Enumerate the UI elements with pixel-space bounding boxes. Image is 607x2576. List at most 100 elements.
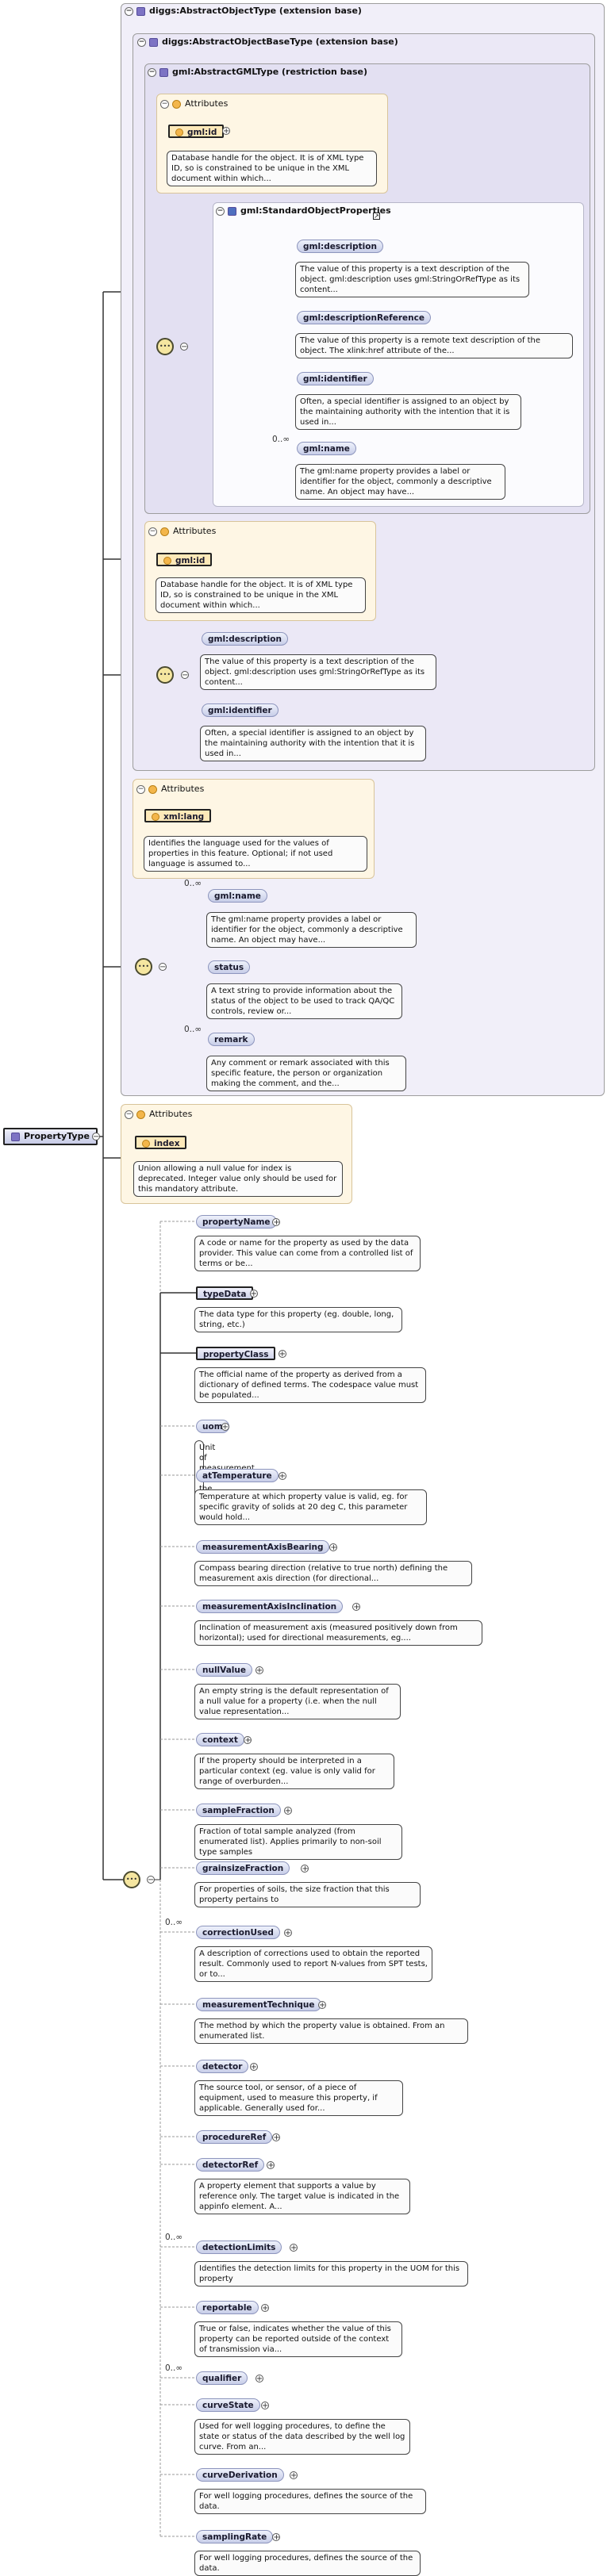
gml-description-annotation: The value of this property is a text des… [295, 262, 529, 297]
el-measurement-axis-inclination[interactable]: measurementAxisInclination [196, 1600, 344, 1613]
expand-icon[interactable]: + [272, 2133, 281, 2142]
el-at-temperature[interactable]: atTemperature [196, 1469, 279, 1482]
expand-icon[interactable]: − [160, 99, 169, 109]
el-gml-name[interactable]: gml:name [208, 889, 267, 903]
expand-icon[interactable]: + [244, 1736, 252, 1745]
expand-icon[interactable]: + [249, 1290, 258, 1298]
sequence-icon: ••• [156, 666, 174, 684]
el-uom[interactable]: uom [196, 1420, 229, 1433]
expand-icon[interactable]: − [148, 527, 157, 536]
abstract-object-type-title: −diggs:AbstractObjectType (extension bas… [125, 6, 362, 16]
el-curve-derivation[interactable]: curveDerivation [196, 2468, 284, 2482]
annotation: Identifies the detection limits for this… [194, 2261, 468, 2287]
expand-icon[interactable]: − [125, 1110, 133, 1119]
el-detector[interactable]: detector [196, 2060, 249, 2073]
el-detection-limits[interactable]: detectionLimits [196, 2241, 282, 2254]
expand-icon[interactable]: + [278, 1472, 286, 1481]
expand-icon[interactable]: − [137, 37, 146, 47]
expand-icon[interactable]: + [301, 1865, 309, 1873]
expand-icon[interactable]: − [216, 206, 225, 216]
expand-icon[interactable]: + [255, 1666, 263, 1675]
cardinality: 0..∞ [184, 1025, 202, 1034]
annotation: Used for well logging procedures, to def… [194, 2419, 410, 2455]
complex-type-icon [159, 67, 168, 77]
annotation: The data type for this property (eg. dou… [194, 1307, 402, 1332]
link-icon[interactable]: ↗ [373, 213, 380, 220]
collapse-icon[interactable]: − [180, 343, 188, 351]
expand-icon[interactable]: + [222, 127, 230, 136]
expand-icon[interactable]: + [290, 2244, 298, 2252]
cardinality: 0..∞ [165, 1918, 183, 1927]
el-gml-description-reference[interactable]: gml:descriptionReference [297, 311, 431, 324]
attr-gml-id[interactable]: gml:id [168, 125, 225, 138]
el-procedure-ref[interactable]: procedureRef [196, 2130, 273, 2144]
el-null-value[interactable]: nullValue [196, 1663, 252, 1677]
el-detector-ref[interactable]: detectorRef [196, 2158, 265, 2172]
expand-icon[interactable]: + [278, 1350, 286, 1359]
expand-icon[interactable]: + [249, 2063, 258, 2072]
collapse-icon[interactable]: − [181, 671, 189, 680]
el-measurement-technique[interactable]: measurementTechnique [196, 1998, 321, 2011]
expand-icon[interactable]: − [136, 784, 145, 794]
annotation: The source tool, or sensor, of a piece o… [194, 2080, 403, 2116]
attribute-icon [163, 557, 171, 565]
el-type-data[interactable]: typeData [196, 1286, 254, 1300]
el-status[interactable]: status [208, 960, 251, 974]
el-reportable[interactable]: reportable [196, 2301, 259, 2314]
expand-icon[interactable]: + [283, 1807, 292, 1815]
el-gml-identifier[interactable]: gml:identifier [297, 372, 374, 385]
annotation: An empty string is the default represent… [194, 1684, 401, 1719]
expand-icon[interactable]: − [125, 6, 133, 16]
el-property-name[interactable]: propertyName [196, 1215, 277, 1229]
status-annotation: A text string to provide information abo… [206, 983, 402, 1019]
collapse-icon[interactable]: − [159, 963, 167, 972]
attr-index[interactable]: index [135, 1136, 187, 1149]
attr-xml-lang[interactable]: xml:lang [144, 809, 212, 822]
el-context[interactable]: context [196, 1733, 244, 1746]
gml-description-annotation: The value of this property is a text des… [200, 654, 436, 690]
annotation: A code or name for the property as used … [194, 1236, 421, 1271]
expand-icon[interactable]: + [290, 2471, 298, 2480]
el-gml-name[interactable]: gml:name [297, 442, 356, 455]
annotation: Fraction of total sample analyzed (from … [194, 1824, 402, 1860]
el-property-class[interactable]: propertyClass [196, 1347, 276, 1360]
annotation: Inclination of measurement axis (measure… [194, 1620, 482, 1646]
expand-icon[interactable]: + [329, 1543, 338, 1552]
annotation: A property element that supports a value… [194, 2179, 410, 2214]
gml-id-annotation: Database handle for the object. It is of… [167, 151, 377, 186]
sequence-icon: ••• [156, 338, 174, 355]
annotation: If the property should be interpreted in… [194, 1754, 394, 1789]
remark-annotation: Any comment or remark associated with th… [206, 1056, 406, 1091]
gml-identifier-annotation: Often, a special identifier is assigned … [200, 726, 426, 761]
root-element-propertytype[interactable]: PropertyType [3, 1128, 98, 1145]
el-correction-used[interactable]: correctionUsed [196, 1926, 280, 1939]
sequence-icon: ••• [123, 1871, 140, 1888]
el-measurement-axis-bearing[interactable]: measurementAxisBearing [196, 1540, 330, 1554]
el-gml-identifier[interactable]: gml:identifier [202, 703, 279, 717]
collapse-icon[interactable]: − [92, 1133, 100, 1141]
el-grainsize-fraction[interactable]: grainsizeFraction [196, 1861, 290, 1875]
attr-gml-id[interactable]: gml:id [156, 553, 213, 566]
expand-icon[interactable]: + [221, 1423, 229, 1432]
el-sample-fraction[interactable]: sampleFraction [196, 1804, 281, 1817]
collapse-icon[interactable]: − [147, 1876, 155, 1884]
attribute-icon [148, 784, 157, 794]
expand-icon[interactable]: + [352, 1603, 361, 1612]
annotation: Temperature at which property value is v… [194, 1489, 427, 1525]
el-curve-state[interactable]: curveState [196, 2398, 260, 2412]
expand-icon[interactable]: + [255, 2375, 263, 2383]
el-gml-description[interactable]: gml:description [297, 240, 383, 253]
expand-icon[interactable]: + [267, 2161, 275, 2170]
expand-icon[interactable]: + [261, 2304, 269, 2313]
el-gml-description[interactable]: gml:description [202, 632, 288, 646]
el-sampling-rate[interactable]: samplingRate [196, 2530, 274, 2543]
el-remark[interactable]: remark [208, 1033, 255, 1046]
expand-icon[interactable]: + [318, 2001, 326, 2010]
expand-icon[interactable]: + [272, 1218, 281, 1227]
expand-icon[interactable]: + [283, 1929, 292, 1938]
expand-icon[interactable]: − [148, 67, 156, 77]
expand-icon[interactable]: + [272, 2533, 281, 2542]
el-qualifier[interactable]: qualifier [196, 2371, 248, 2385]
expand-icon[interactable]: + [261, 2402, 269, 2410]
gml-id-annotation: Database handle for the object. It is of… [156, 577, 366, 613]
